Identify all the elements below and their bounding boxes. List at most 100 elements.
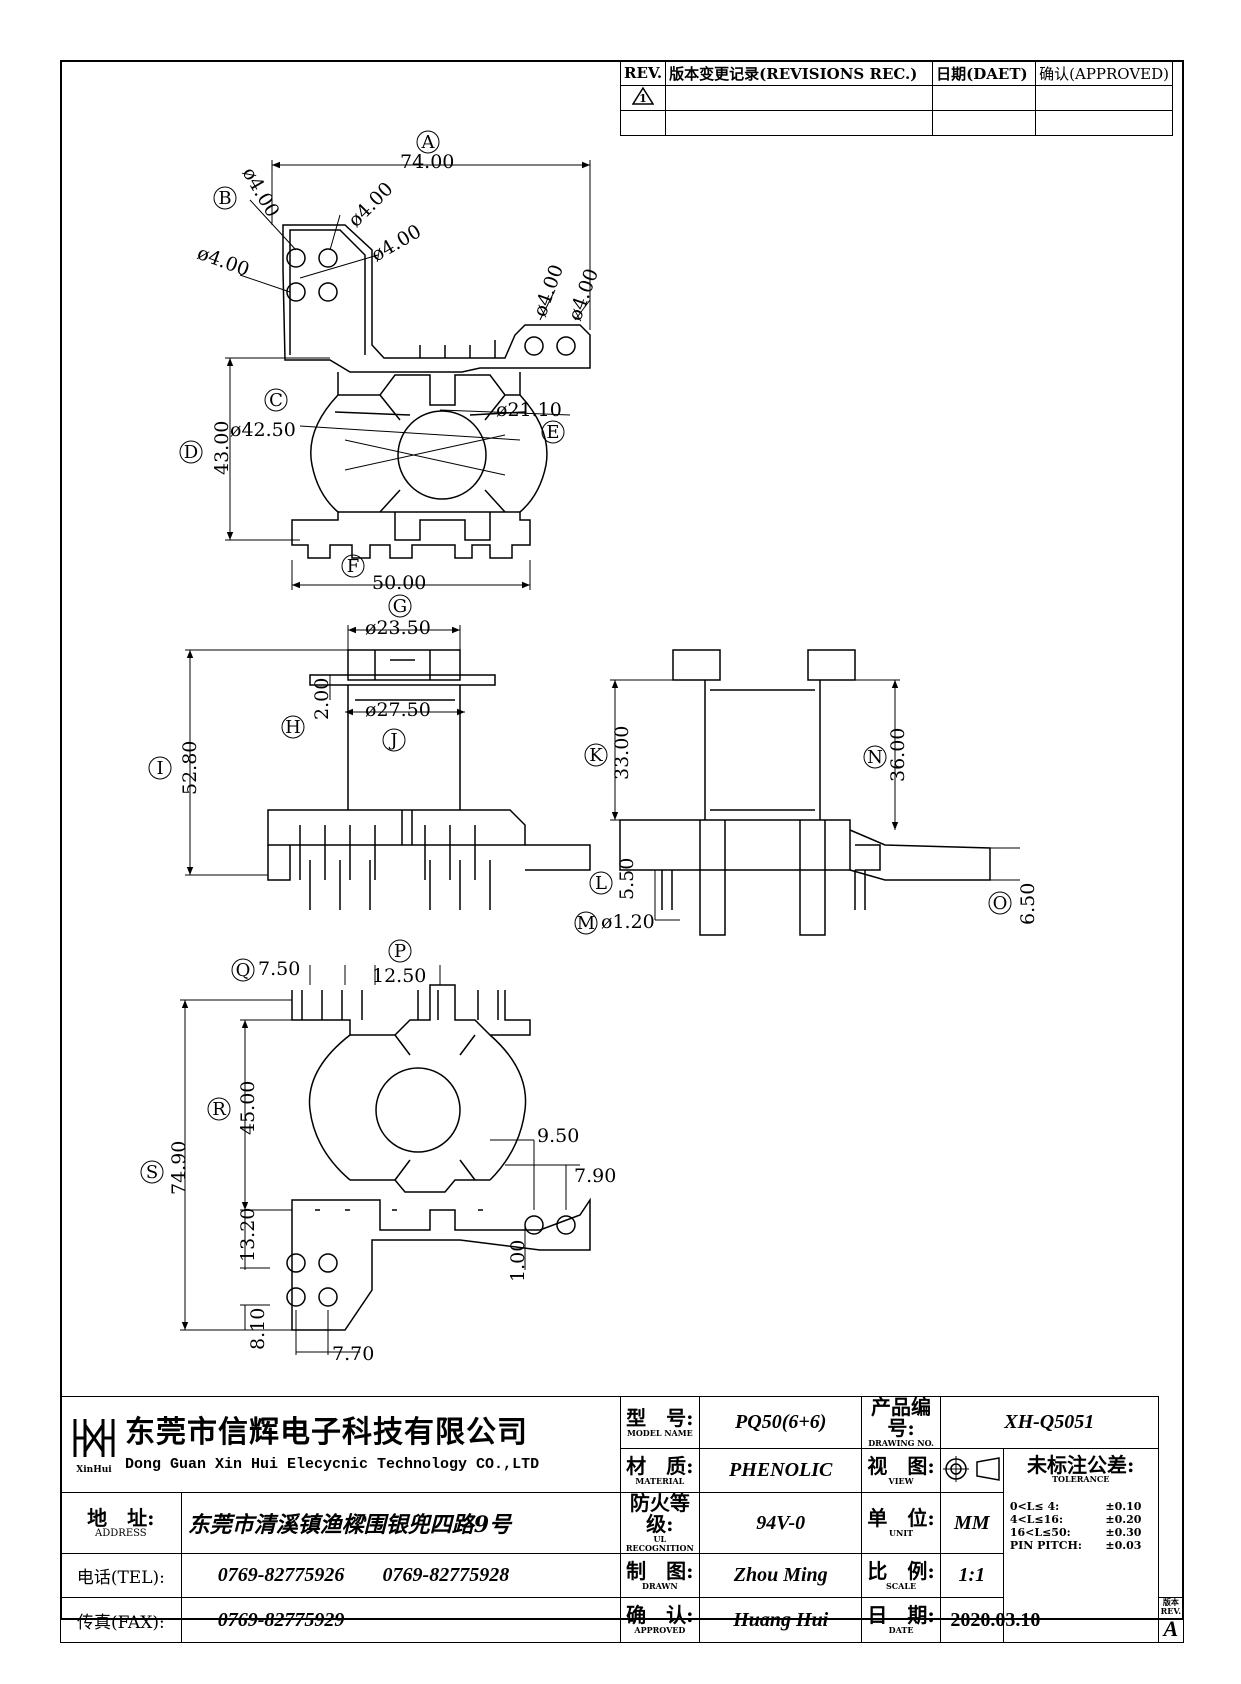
logo-text: XinHui bbox=[76, 1464, 112, 1475]
drawing-no-label: 产品编号: bbox=[871, 1395, 932, 1440]
projection-symbol-cell bbox=[939, 1448, 1004, 1493]
tel-label: 电话(TEL): bbox=[60, 1553, 182, 1598]
approved-label: 确 认: bbox=[626, 1603, 694, 1627]
scale-value: 1:1 bbox=[939, 1553, 1004, 1598]
scale-label: 比 例: bbox=[867, 1558, 935, 1583]
material-label: 材 质: bbox=[626, 1453, 694, 1478]
callout-l: L bbox=[589, 871, 613, 895]
callout-m: M bbox=[574, 911, 598, 935]
title-block: XinHui 东莞市信辉电子科技有限公司 Dong Guan Xin Hui E… bbox=[60, 1395, 1185, 1643]
svg-text:N: N bbox=[867, 747, 883, 768]
unit-label: 单 位: bbox=[867, 1506, 935, 1530]
tolerance-sub: TOLERANCE bbox=[1052, 1474, 1110, 1484]
approved-sub: APPROVED bbox=[634, 1625, 686, 1635]
view-label-cell: 视 图:VIEW bbox=[861, 1448, 941, 1493]
dim-hole-5: ø4.00 bbox=[564, 266, 603, 324]
date-sub: DATE bbox=[888, 1625, 914, 1635]
model-label: 型 号: bbox=[626, 1405, 694, 1430]
projection-symbol-icon bbox=[942, 1455, 1000, 1482]
dim-hole-b: ø4.00 bbox=[238, 164, 284, 222]
date-header: 日期(DAET) bbox=[932, 60, 1037, 86]
callout-r: R bbox=[207, 1097, 231, 1121]
fire-label: 防火等级: bbox=[629, 1491, 690, 1536]
callout-d: D bbox=[179, 440, 203, 464]
revisions-header: 版本变更记录(REVISIONS REC.) bbox=[665, 60, 934, 86]
dim-hole-2: ø4.00 bbox=[368, 220, 426, 266]
callout-a: A bbox=[416, 130, 440, 154]
dim-36: 36.00 bbox=[887, 728, 909, 782]
callout-f: F bbox=[341, 554, 365, 578]
front-view bbox=[267, 649, 591, 910]
dim-7-90: 7.90 bbox=[574, 1165, 616, 1187]
dim-27-50: ø27.50 bbox=[365, 699, 431, 721]
date-label-cell: 日 期:DATE bbox=[861, 1597, 941, 1643]
callout-g: G bbox=[388, 594, 412, 618]
dim-43: 43.00 bbox=[211, 421, 233, 475]
date-label: 日 期: bbox=[867, 1603, 935, 1627]
tolerance-value: ±0.30 bbox=[1105, 1526, 1142, 1539]
drawing-no-sub: DRAWING NO. bbox=[868, 1438, 934, 1448]
dim-7-50: 7.50 bbox=[258, 958, 300, 980]
svg-text:R: R bbox=[212, 1099, 226, 1120]
dim-33: 33.00 bbox=[611, 726, 633, 780]
tolerance-value: ±0.03 bbox=[1105, 1539, 1142, 1552]
callout-b: B bbox=[213, 186, 237, 210]
tolerance-range: 16<L≤50: bbox=[1009, 1526, 1071, 1539]
dim-inner-dia: ø21.10 bbox=[496, 399, 562, 421]
callout-j: J bbox=[382, 728, 406, 752]
callout-labels: A B C D E F G H I J K L M N O P Q R S bbox=[140, 130, 1012, 1184]
svg-text:O: O bbox=[993, 893, 1008, 914]
svg-text:1: 1 bbox=[639, 92, 647, 105]
date-value: 2020.03.10 bbox=[939, 1597, 1051, 1643]
fire-sub: UL RECOGNITION bbox=[625, 1534, 694, 1553]
company-logo: XinHui bbox=[63, 1415, 125, 1475]
svg-text:I: I bbox=[156, 758, 163, 779]
svg-text:S: S bbox=[146, 1162, 158, 1183]
drawing-no-value: XH-Q5051 bbox=[939, 1396, 1159, 1449]
dim-12-50: 12.50 bbox=[372, 965, 426, 987]
svg-text:A: A bbox=[421, 132, 436, 153]
callout-h: H bbox=[281, 715, 305, 739]
dim-23-50: ø23.50 bbox=[365, 617, 431, 639]
tolerance-cell: 未标注公差: TOLERANCE 0<L≤ 4:±0.10 4<L≤16:±0.… bbox=[1002, 1448, 1159, 1643]
view-sub: VIEW bbox=[888, 1475, 914, 1486]
svg-text:L: L bbox=[595, 873, 607, 894]
approved-header: 确认(APPROVED) bbox=[1035, 60, 1173, 86]
dim-5-50: 5.50 bbox=[616, 858, 638, 900]
revision-table: REV. 版本变更记录(REVISIONS REC.) 日期(DAET) 确认(… bbox=[619, 60, 1173, 136]
drawn-sub: DRAWN bbox=[642, 1580, 678, 1591]
svg-text:E: E bbox=[546, 422, 559, 443]
drawn-value: Zhou Ming bbox=[699, 1553, 863, 1598]
dim-7-70: 7.70 bbox=[332, 1343, 374, 1365]
dim-45: 45.00 bbox=[237, 1081, 259, 1135]
svg-text:D: D bbox=[184, 442, 198, 463]
dim-74-90: 74.90 bbox=[168, 1141, 190, 1195]
fax-label: 传真(FAX): bbox=[60, 1597, 182, 1643]
address-value: 东莞市清溪镇渔樑围银兜四路9号 bbox=[180, 1492, 621, 1554]
callout-c: C bbox=[264, 388, 288, 412]
tolerance-range: 0<L≤ 4: bbox=[1009, 1500, 1060, 1513]
address-label-cell: 地 址:ADDRESS bbox=[60, 1492, 182, 1554]
unit-sub: UNIT bbox=[889, 1528, 914, 1538]
bottom-view bbox=[286, 984, 591, 1331]
unit-value: MM bbox=[939, 1492, 1004, 1554]
dim-hole-1: ø4.00 bbox=[344, 178, 398, 232]
side-view bbox=[619, 649, 991, 936]
tolerance-range: PIN PITCH: bbox=[1009, 1539, 1082, 1552]
dim-52-80: 52.80 bbox=[179, 741, 201, 795]
dim-50: 50.00 bbox=[372, 572, 426, 594]
drawn-label: 制 图: bbox=[626, 1558, 694, 1583]
revision-row: 1 bbox=[619, 85, 1173, 111]
company-cell: XinHui 东莞市信辉电子科技有限公司 Dong Guan Xin Hui E… bbox=[60, 1396, 621, 1493]
scale-label-cell: 比 例:SCALE bbox=[861, 1553, 941, 1598]
revision-row-empty bbox=[619, 110, 1173, 136]
model-value: PQ50(6+6) bbox=[699, 1396, 863, 1449]
callout-q: Q bbox=[231, 958, 255, 982]
model-sub: MODEL NAME bbox=[626, 1427, 693, 1438]
drawn-label-cell: 制 图:DRAWN bbox=[619, 1553, 701, 1598]
unit-label-cell: 单 位:UNIT bbox=[861, 1492, 941, 1554]
callout-n: N bbox=[863, 745, 887, 769]
fax-value: 0769-82775929 bbox=[180, 1597, 621, 1643]
dim-8-10: 8.10 bbox=[247, 1308, 269, 1350]
material-sub: MATERIAL bbox=[635, 1475, 685, 1486]
